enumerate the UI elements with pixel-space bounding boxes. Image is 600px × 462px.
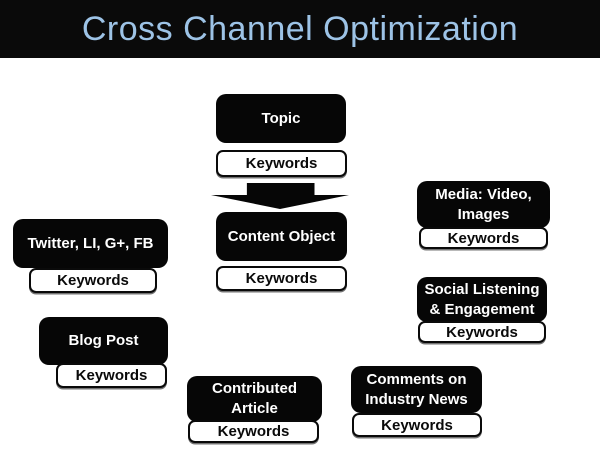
keywords-label: Keywords [447, 229, 520, 247]
node-topic-label: Topic [261, 109, 301, 127]
node-content-object-label: Content Object [227, 227, 336, 245]
node-media-label: Media: Video, Images [435, 185, 532, 223]
keywords-label: Keywords [57, 272, 129, 289]
slide-title: Cross Channel Optimization [81, 9, 519, 48]
node-blog-post-label: Blog Post [68, 332, 139, 349]
node-social-listening-label: Social Listening & Engagement [424, 280, 540, 318]
keywords-label: Keywords [75, 367, 148, 384]
node-contributed-article-label: Contributed Article [212, 380, 297, 417]
node-blog-post: Blog Post [39, 317, 168, 365]
keywords-label: Keywords [245, 270, 318, 287]
keywords-label: Keywords [245, 155, 318, 172]
node-topic: Topic [216, 94, 346, 143]
node-social-listening: Social Listening & Engagement [417, 277, 547, 322]
keywords-box-comments: Keywords [352, 413, 482, 437]
node-contributed-article: Contributed Article [187, 376, 322, 422]
node-comments-label: Comments on Industry News [365, 370, 468, 408]
keywords-box-contributed-article: Keywords [188, 420, 319, 443]
keywords-label: Keywords [217, 423, 290, 440]
keywords-box-topic: Keywords [216, 150, 347, 177]
keywords-box-media: Keywords [419, 227, 548, 249]
node-comments-industry-news: Comments on Industry News [351, 366, 482, 413]
node-media-video-images: Media: Video, Images [417, 181, 550, 228]
slide-header: Cross Channel Optimization [0, 0, 600, 58]
node-twitter-label: Twitter, LI, G+, FB [27, 234, 154, 252]
down-arrow-icon [211, 183, 349, 209]
keywords-box-content-object: Keywords [216, 266, 347, 291]
keywords-label: Keywords [446, 323, 518, 341]
keywords-box-blog-post: Keywords [56, 363, 167, 388]
keywords-box-twitter: Keywords [29, 268, 157, 293]
keywords-box-social-listening: Keywords [418, 321, 546, 343]
node-content-object: Content Object [216, 212, 347, 261]
node-twitter-li-gplus-fb: Twitter, LI, G+, FB [13, 219, 168, 268]
keywords-label: Keywords [381, 416, 453, 434]
